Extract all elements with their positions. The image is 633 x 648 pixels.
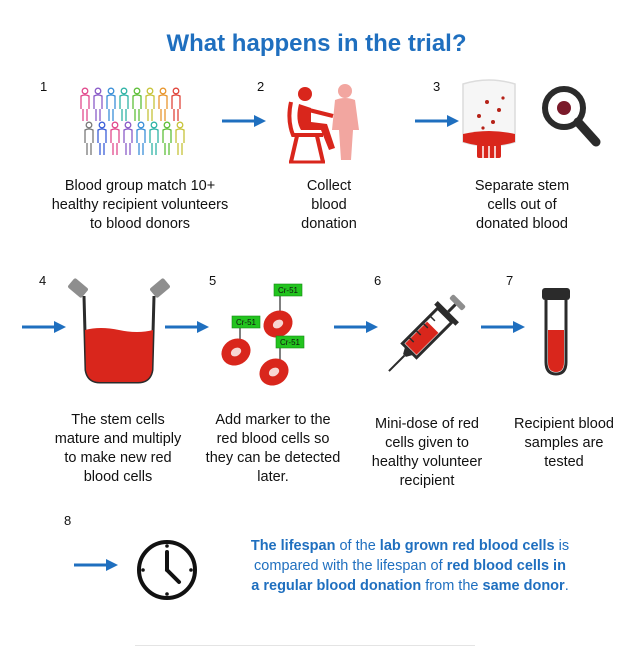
person-outline-icon [97,121,107,155]
final-text-part: same donor [482,578,565,594]
caption-line: tested [544,454,584,470]
caption-line: Mini-dose of red [375,416,479,432]
magnifier-icon [542,86,601,147]
final-text-part: from the [421,578,483,594]
person-outline-icon [119,87,129,121]
blood-donation-chair-icon [287,84,359,164]
step-7-caption: Recipient blood samples are tested [500,415,628,472]
caption-line: healthy recipient volunteers [51,197,229,213]
caption-line: to make new red [64,450,172,466]
caption-line: healthy volunteer [371,454,483,470]
arrow-right-icon [22,321,66,333]
caption-line: Blood group match 10+ [64,178,216,194]
step-1-caption: Blood group match 10+ healthy recipient … [20,177,260,234]
final-text-part: The lifespan [250,538,336,554]
caption-line: Collect [306,178,352,194]
person-outline-icon [145,87,155,121]
caption-line: red blood cells so [216,431,330,447]
arrow-right-icon [415,115,459,127]
final-statement: The lifespan of the lab grown red blood … [232,536,588,596]
person-outline-icon [158,87,168,121]
people-group-icon [80,87,185,155]
step-4-caption: The stem cells mature and multiply to ma… [36,411,200,487]
step-8-number: 8 [64,513,72,528]
final-text-part: lab grown red blood cells [379,538,555,554]
clock-icon [137,540,197,600]
marker-label: Cr-51 [236,318,257,327]
step-6-number: 6 [374,273,382,288]
caption-line: Recipient blood [514,416,614,432]
person-outline-icon [136,121,146,155]
caption-line: The stem cells [71,412,165,428]
final-text-part: red blood cells in [446,558,566,574]
caption-line: samples are [524,435,604,451]
bottom-divider [135,645,475,646]
red-blood-cells-icon: Cr-51 Cr-51 Cr-51 [221,283,305,386]
final-text-part: . [564,578,569,594]
person-outline-icon [80,87,90,121]
caption-line: donated blood [476,216,568,232]
person-outline-icon [132,87,142,121]
person-outline-icon [162,121,172,155]
step-5-caption: Add marker to the red blood cells so the… [193,411,353,487]
person-outline-icon [106,87,116,121]
marker-label: Cr-51 [278,286,299,295]
caption-line: donation [301,216,357,232]
final-text-part: a regular blood donation [251,578,422,594]
page-title: What happens in the trial? [166,30,467,57]
caption-line: blood cells [83,469,153,485]
caption-line: blood [311,197,347,213]
arrow-right-icon [165,321,209,333]
step-2-number: 2 [257,79,265,94]
arrow-right-icon [334,321,378,333]
test-tube-icon [542,288,570,376]
step-7-number: 7 [506,273,514,288]
person-outline-icon [110,121,120,155]
step-5-number: 5 [209,273,217,288]
person-outline-icon [123,121,133,155]
caption-line: recipient [399,473,455,489]
syringe-icon [388,294,466,372]
blood-bag-icon [462,79,516,158]
step-3-number: 3 [433,79,441,94]
step-2-caption: Collect blood donation [269,177,389,234]
caption-line: later. [257,469,289,485]
person-outline-icon [149,121,159,155]
caption-line: they can be detected [205,450,341,466]
caption-line: Add marker to the [215,412,331,428]
person-outline-icon [93,87,103,121]
step-6-caption: Mini-dose of red cells given to healthy … [352,415,502,491]
caption-line: mature and multiply [54,431,182,447]
final-text-part: of the [335,538,380,554]
person-outline-icon [84,121,94,155]
arrow-right-icon [481,321,525,333]
arrow-right-icon [222,115,266,127]
caption-line: cells out of [487,197,557,213]
caption-line: Separate stem [474,178,570,194]
beaker-icon [68,278,170,384]
step-1-number: 1 [40,79,48,94]
final-text-part: is [554,538,570,554]
person-outline-icon [175,121,185,155]
caption-line: cells given to [385,435,469,451]
marker-label: Cr-51 [280,338,301,347]
caption-line: to blood donors [90,216,190,232]
arrow-right-icon [74,559,118,571]
step-4-number: 4 [39,273,47,288]
step-3-caption: Separate stem cells out of donated blood [452,177,592,234]
person-outline-icon [171,87,181,121]
final-text-part: compared with the lifespan of [254,558,447,574]
